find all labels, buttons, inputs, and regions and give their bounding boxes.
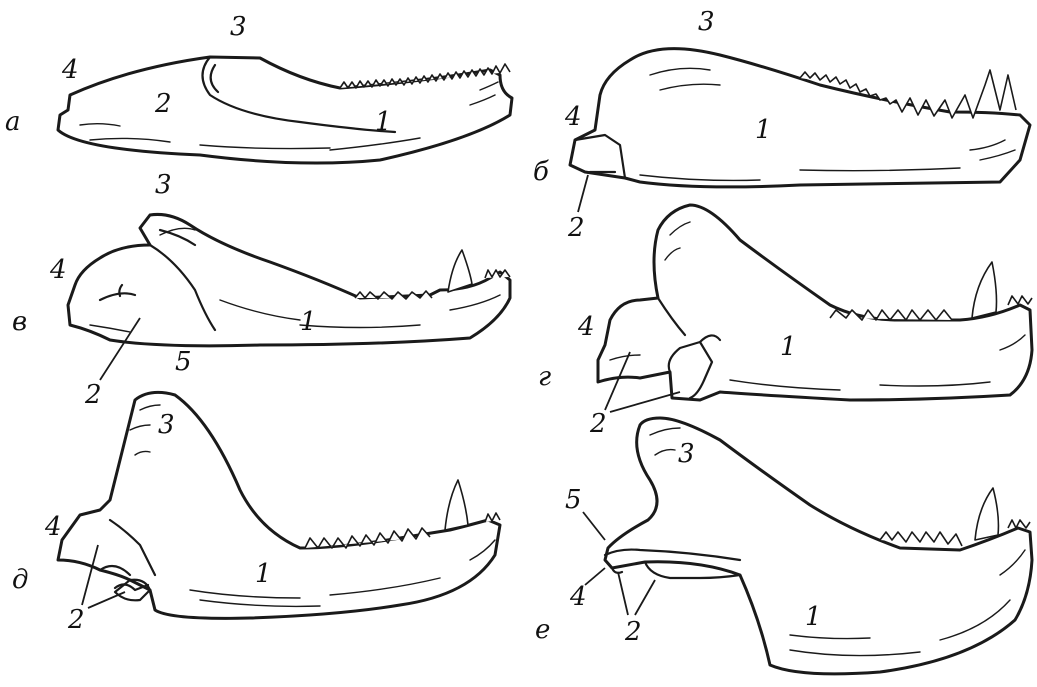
label-4-e: 4 <box>569 582 587 612</box>
label-1-a: 1 <box>375 107 392 137</box>
label-4-v: 4 <box>49 255 67 285</box>
leader-2-g-2 <box>610 392 680 412</box>
mandible-outline-b <box>570 49 1030 187</box>
canine-d <box>445 480 468 530</box>
panel-letter-b: б <box>533 157 549 187</box>
leader-2-e-2 <box>635 580 655 615</box>
label-1-b: 1 <box>755 115 772 145</box>
panel-g: г 4 1 2 <box>538 205 1032 439</box>
leader-5-e <box>583 512 605 540</box>
label-1-e: 1 <box>805 602 822 632</box>
label-1-g: 1 <box>780 332 797 362</box>
canine-e <box>975 488 998 540</box>
label-2-b: 2 <box>567 213 585 243</box>
label-3-a: 3 <box>230 12 247 42</box>
mandible-outline-e <box>605 418 1032 674</box>
panel-e: е 3 5 4 1 2 <box>535 418 1032 674</box>
canine-v <box>448 250 472 292</box>
mandible-outline-a <box>58 57 512 163</box>
label-2-v: 2 <box>84 380 102 410</box>
label-4-d: 4 <box>44 512 62 542</box>
label-1-v: 1 <box>300 307 317 337</box>
panel-letter-d: д <box>12 565 28 595</box>
label-4-g: 4 <box>577 312 595 342</box>
label-5-e: 5 <box>565 485 582 515</box>
mandible-outline-g <box>598 205 1032 400</box>
panel-letter-v: в <box>12 307 27 337</box>
label-3-b: 3 <box>698 7 715 37</box>
label-5-v: 5 <box>175 347 192 377</box>
label-3-v: 3 <box>155 170 172 200</box>
label-3-e: 3 <box>678 439 695 469</box>
canine-g <box>972 262 997 318</box>
label-1-d: 1 <box>255 559 272 589</box>
label-4-a: 4 <box>61 55 79 85</box>
leader-2-b <box>578 175 588 212</box>
panel-letter-e: е <box>535 615 550 645</box>
panel-d: д 3 4 1 2 <box>12 392 500 635</box>
label-2-g: 2 <box>589 409 607 439</box>
label-2-e: 2 <box>624 617 642 647</box>
leader-2-e-1 <box>618 572 628 615</box>
panel-letter-a: а <box>5 107 21 137</box>
leader-4-e <box>585 568 605 585</box>
label-2-d: 2 <box>67 605 85 635</box>
panel-a: а 4 2 3 1 <box>5 12 512 163</box>
panel-letter-g: г <box>538 362 551 392</box>
label-3-d: 3 <box>158 410 175 440</box>
label-2-a: 2 <box>154 89 172 119</box>
label-4-b: 4 <box>564 102 582 132</box>
leader-2-d-2 <box>88 592 125 608</box>
panel-v: в 3 4 1 5 2 <box>12 170 510 410</box>
panel-b: б 3 4 1 2 <box>533 7 1030 243</box>
